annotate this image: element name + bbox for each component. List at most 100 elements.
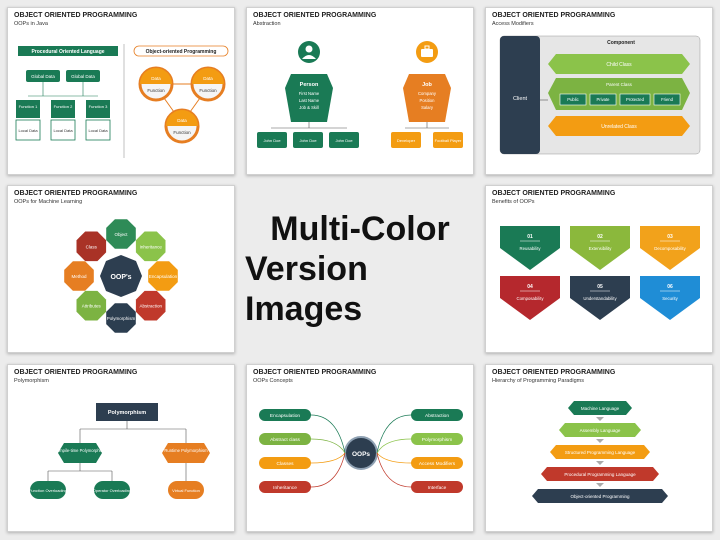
slide-thumbnail-hierarchy[interactable]: OBJECT ORIENTED PROGRAMMING Hierarchy of… [485, 364, 713, 532]
slide-thumbnail-access-modifiers[interactable]: OBJECT ORIENTED PROGRAMMING Access Modif… [485, 7, 713, 175]
slide-thumbnail-machine-learning[interactable]: OBJECT ORIENTED PROGRAMMING OOPs for Mac… [7, 185, 235, 353]
benefit-tile [570, 276, 630, 320]
ml-item-label: Polymorphism [107, 316, 136, 321]
ml-center-octagon [100, 255, 142, 297]
polymorphism-leaf-label: Operator Overloading [93, 488, 131, 493]
oop-function-label: Function [147, 88, 165, 93]
benefit-label: Extensibility [589, 246, 613, 251]
ml-item-octagon [76, 290, 107, 321]
ml-item-octagon [76, 231, 107, 262]
pyramid-level [559, 423, 641, 437]
oop-data-label: Data [151, 76, 161, 81]
benefits-diagram: 01Reusability02Extensibility03Decomposab… [500, 226, 700, 320]
job-field: Company [418, 91, 437, 96]
job-instance-label: Developer [397, 138, 416, 143]
benefit-number: 02 [597, 234, 603, 240]
compile-time-label: Compile-time Polymorphism [54, 448, 107, 453]
local-data-label: Local Data [53, 128, 73, 133]
concept-label: Access Modifiers [419, 461, 456, 467]
benefit-number: 03 [667, 234, 673, 240]
ml-item-octagon [64, 261, 94, 291]
function-box [86, 100, 110, 118]
slide-thumbnail-oops-concepts[interactable]: OBJECT ORIENTED PROGRAMMING OOPs Concept… [246, 364, 474, 532]
child-class-label: Child Class [606, 62, 632, 68]
component-label: Component [607, 40, 635, 46]
ml-item-octagon [106, 219, 136, 249]
pyramid-level-label: Procedural Programming Language [564, 472, 636, 477]
benefit-tile [500, 276, 560, 320]
person-class-title: Person [300, 82, 319, 88]
slide-thumbnail-abstraction[interactable]: OBJECT ORIENTED PROGRAMMING Abstraction … [246, 7, 474, 175]
abstraction-diagram: Person First Name Last Name Job & Skill … [257, 41, 463, 148]
concept-pill-left [259, 457, 311, 469]
function-box [51, 100, 75, 118]
concept-label: Encapsulation [270, 413, 300, 419]
oop-header: Object-oriented Programming [146, 49, 217, 55]
person-instance [329, 132, 359, 148]
job-field: Salary [421, 105, 434, 110]
unrelated-class-label: Unrelated Class [601, 124, 637, 130]
ml-item-octagon [135, 290, 166, 321]
slide-subtitle: OOPs Concepts [253, 378, 293, 384]
hero-line-2: Version Images [245, 250, 368, 328]
slide-thumbnail-oops-in-java[interactable]: OBJECT ORIENTED PROGRAMMING OOPs in Java… [7, 7, 235, 175]
runtime-label: Runtime Polymorphism [164, 448, 208, 453]
concepts-center-label: OOPs [352, 451, 370, 458]
function-box [16, 100, 40, 118]
slide-subtitle: Polymorphism [14, 378, 49, 384]
benefit-tile [640, 276, 700, 320]
slide-title: OBJECT ORIENTED PROGRAMMING [14, 12, 138, 19]
polymorphism-root [96, 403, 158, 421]
ml-item-label: Class [86, 244, 98, 249]
global-data-label: Global Data [31, 74, 55, 79]
polymorphism-leaf-label: Function Overloading [29, 488, 67, 493]
procedural-header-bar [18, 46, 118, 56]
polymorphism-root-label: Polymorphism [108, 410, 146, 416]
slide-subtitle: Access Modifiers [492, 21, 534, 27]
local-data-box [85, 119, 111, 141]
client-label: Client [513, 96, 528, 102]
local-data-box [50, 119, 76, 141]
benefit-label: Reusability [519, 246, 541, 251]
job-class-hexagon [403, 74, 451, 122]
modifier-label: Protected [626, 97, 645, 102]
child-class-band [548, 54, 690, 74]
ml-item-label: Encapsulation [149, 274, 178, 279]
pyramid-level [568, 401, 632, 415]
polymorphism-leaf [94, 481, 130, 499]
concept-pill-right [411, 433, 463, 445]
slide-title: OBJECT ORIENTED PROGRAMMING [492, 12, 616, 19]
job-instance-label: Football Player [435, 138, 462, 143]
oop-header-pill [133, 45, 229, 57]
concept-pill-left [259, 481, 311, 493]
oop-function-label: Function [199, 88, 217, 93]
slide-subtitle: OOPs in Java [14, 21, 48, 27]
job-instance [391, 132, 421, 148]
compile-time-hexagon [58, 443, 102, 463]
benefit-number: 04 [527, 284, 533, 290]
slide-subtitle: Hierarchy of Programming Paradigms [492, 378, 585, 384]
polymorphism-leaf-label: Virtual Function [172, 488, 200, 493]
access-modifiers-diagram: Component Client Child Class Parent Clas… [499, 35, 701, 155]
modifier-protected [619, 93, 651, 106]
hero-text: Multi-Color Version Images [245, 185, 475, 353]
modifier-public [559, 93, 587, 106]
pyramid-level [541, 467, 659, 481]
concept-label: Inheritance [273, 485, 297, 491]
function-label: Function 1 [19, 104, 38, 109]
hero-line-1: Multi-Color [270, 210, 450, 248]
benefit-number: 01 [527, 234, 533, 240]
benefit-number: 05 [597, 284, 603, 290]
slide-thumbnail-benefits[interactable]: OBJECT ORIENTED PROGRAMMING Benefits of … [485, 185, 713, 353]
concept-pill-right [411, 481, 463, 493]
ml-item-octagon [148, 261, 178, 291]
modifier-friend [653, 93, 681, 106]
benefit-number: 06 [667, 284, 673, 290]
polymorphism-tree: Polymorphism Compile-time Polymorphism R… [29, 403, 210, 499]
slide-thumbnail-polymorphism[interactable]: OBJECT ORIENTED PROGRAMMING Polymorphism… [7, 364, 235, 532]
concept-label: Abstract class [270, 437, 300, 443]
pyramid-level-label: Structured Programming Language [565, 450, 636, 455]
job-instance [433, 132, 463, 148]
